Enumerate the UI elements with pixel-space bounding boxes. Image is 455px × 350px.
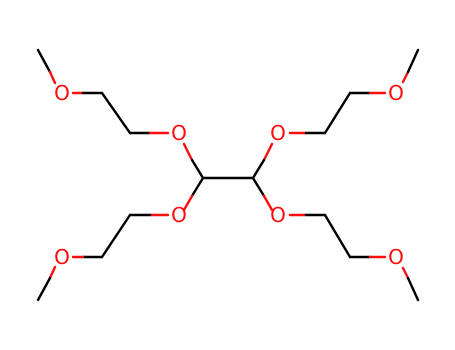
bond <box>182 194 194 212</box>
oxygen-atom-label: O <box>270 203 286 227</box>
bond <box>406 276 420 302</box>
bond <box>100 91 132 135</box>
oxygen-atom-label: O <box>54 81 70 105</box>
oxygen-atom-label: O <box>171 121 187 145</box>
bond <box>100 213 132 259</box>
arm-lower-left <box>36 213 170 302</box>
bond <box>401 70 410 84</box>
bond <box>401 266 410 280</box>
bond <box>406 48 420 74</box>
bond <box>323 91 352 135</box>
arm-upper-left <box>36 48 170 135</box>
oxygen-atom-label: O <box>270 121 286 145</box>
atom-labels: O O O O O O O O <box>54 81 404 269</box>
arm-upper-right <box>288 48 420 135</box>
oxygen-atom-label: O <box>54 245 70 269</box>
arm-lower-right <box>288 213 420 302</box>
bond <box>190 158 205 180</box>
bond <box>262 194 274 212</box>
bond <box>262 142 274 162</box>
core <box>182 142 274 212</box>
oxygen-atom-label: O <box>388 245 404 269</box>
bond <box>251 158 266 180</box>
oxygen-atom-label: O <box>388 81 404 105</box>
bond <box>48 70 57 85</box>
bond <box>323 213 352 259</box>
bond <box>36 48 52 74</box>
bond <box>251 176 266 198</box>
bond <box>48 265 57 280</box>
bond <box>190 176 205 198</box>
bond <box>182 142 194 162</box>
bond <box>36 276 52 302</box>
oxygen-atom-label: O <box>171 203 187 227</box>
